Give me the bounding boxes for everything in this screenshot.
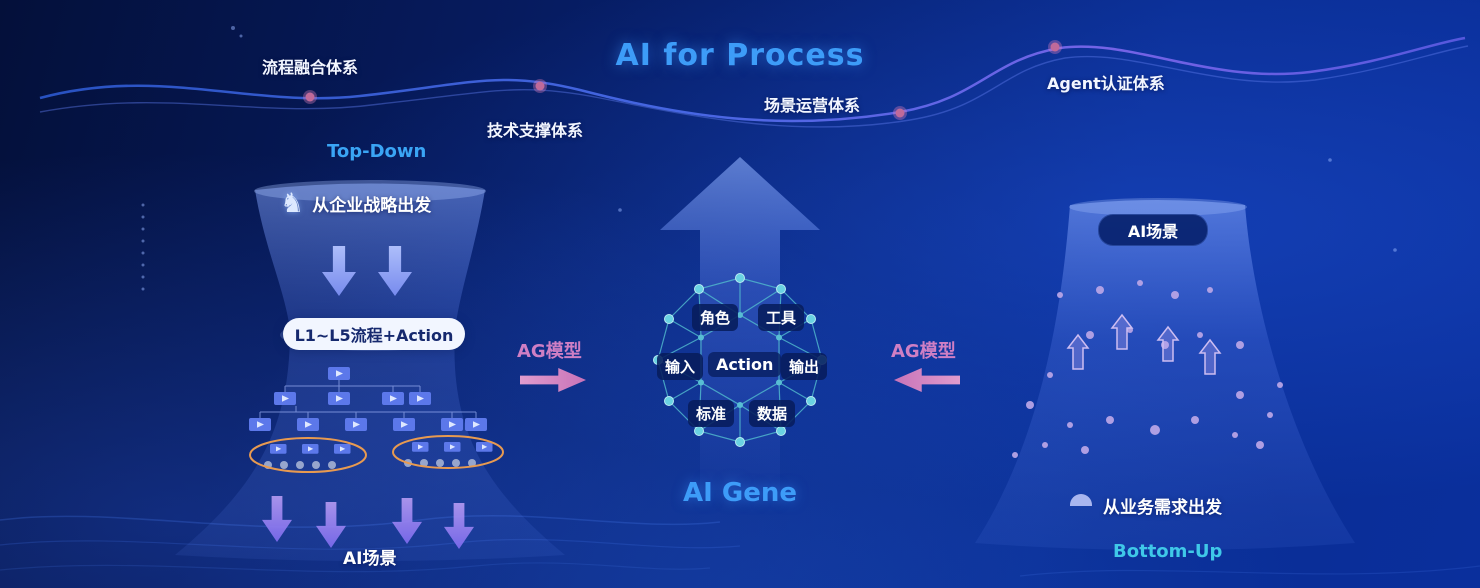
process-flowchart <box>249 367 504 473</box>
curve-label-process-fusion: 流程融合体系 <box>262 58 359 77</box>
ai-gene-caption: AI Gene <box>683 478 797 508</box>
need-row: 从业务需求出发 <box>1068 492 1222 519</box>
gene-node-standard: 标准 <box>688 400 735 427</box>
need-text: 从业务需求出发 <box>1103 498 1222 518</box>
gene-node-input: 输入 <box>657 353 704 380</box>
left-bottom-label: AI场景 <box>343 549 397 569</box>
strategy-row: ♞ 从企业战略出发 <box>280 190 431 217</box>
up-arrow-icons <box>1066 313 1222 375</box>
strategy-text: 从企业战略出发 <box>312 196 432 216</box>
curve-label-scene-operation: 场景运营体系 <box>764 96 861 115</box>
process-levels-pill: L1~L5流程+Action <box>283 318 465 350</box>
curve-label-agent-certification: Agent认证体系 <box>1047 74 1165 93</box>
curve-label-tech-support: 技术支撑体系 <box>487 121 584 140</box>
gene-node-output: 输出 <box>781 353 828 380</box>
knight-icon: ♞ <box>280 188 305 219</box>
gene-node-action: Action <box>708 352 782 377</box>
scatter-dots <box>1012 280 1283 458</box>
curve-node-dots <box>303 40 1062 120</box>
page-title: AI for Process <box>615 38 865 73</box>
person-icon <box>1068 492 1094 519</box>
ag-model-right-label: AG模型 <box>891 341 956 362</box>
bottom-up-label: Bottom-Up <box>1113 541 1223 562</box>
highlight-ellipses <box>249 435 504 473</box>
gene-node-role: 角色 <box>692 304 739 331</box>
right-funnel-shape <box>975 198 1355 550</box>
top-flow-curve <box>39 36 1469 128</box>
ag-model-left-label: AG模型 <box>517 341 582 362</box>
right-top-pill: AI场景 <box>1098 214 1208 246</box>
gene-node-tool: 工具 <box>758 304 805 331</box>
gene-node-data: 数据 <box>749 400 796 427</box>
top-down-label: Top-Down <box>327 141 427 162</box>
